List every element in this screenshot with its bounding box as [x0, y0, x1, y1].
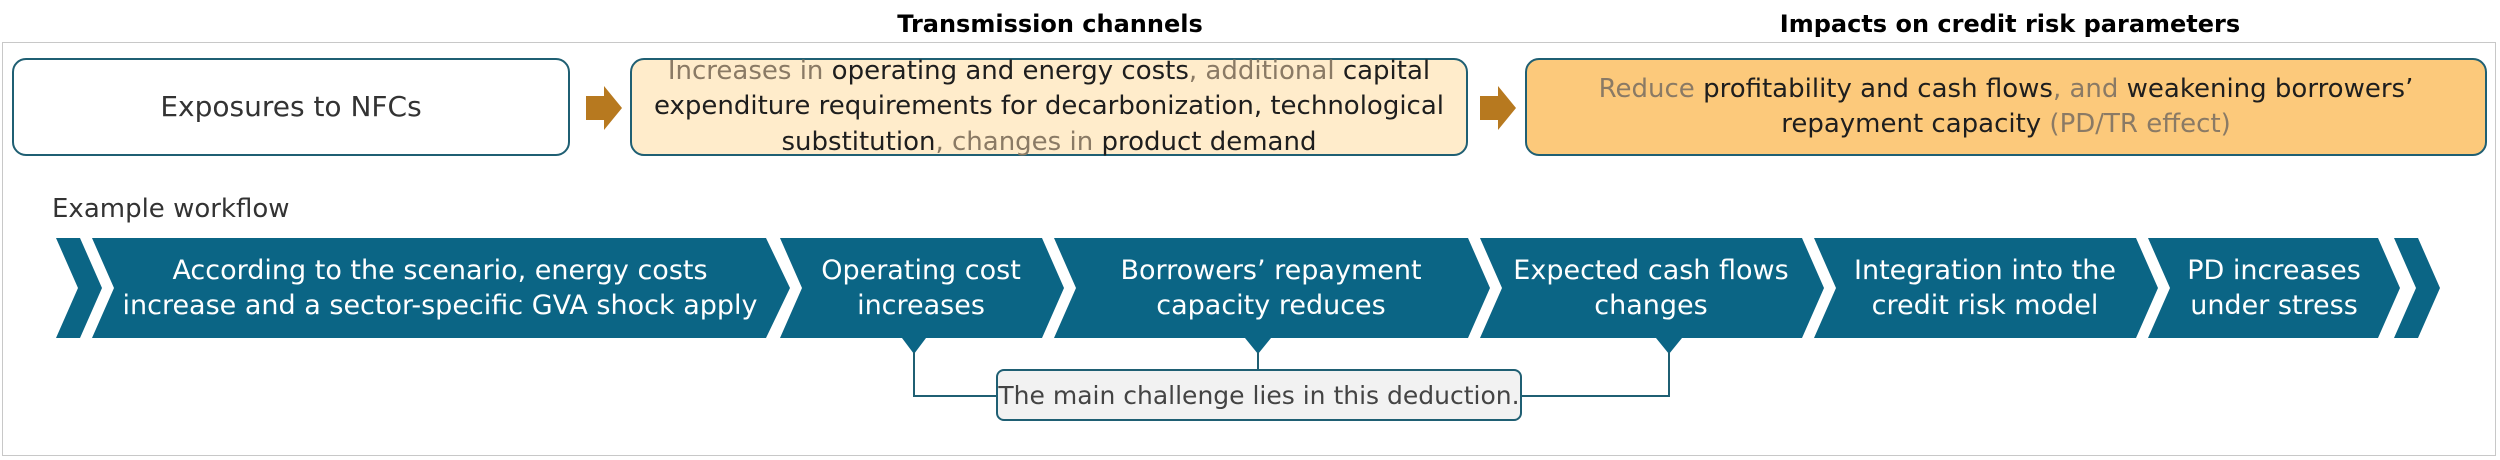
impact-text-part: (PD/TR effect)	[2041, 109, 2231, 139]
impact-text-part: weakening borrowers’ repayment capacity	[1781, 73, 2414, 139]
chevron-step-5	[1814, 238, 2158, 338]
chevron-step-6	[2148, 238, 2400, 338]
chevron-pointer-1	[902, 338, 926, 354]
main-challenge-callout: The main challenge lies in this deductio…	[996, 369, 1522, 421]
impact-text: Reduce profitability and cash flows, and…	[1545, 72, 2467, 142]
step-3-label: Borrowers’ repayment capacity reduces	[1120, 254, 1422, 321]
transmission-text-part: , additional	[1188, 56, 1343, 87]
workflow-chevrons	[56, 238, 2440, 397]
chevron-start-notch	[56, 238, 102, 338]
step-1-label: According to the scenario, energy costs …	[122, 254, 758, 321]
header-transmission-channels: Transmission channels	[897, 10, 1203, 38]
chevron-pointer-4	[1656, 338, 1682, 354]
step-4-label: Expected cash flows changes	[1513, 254, 1789, 321]
chevron-step-4	[1480, 238, 1824, 338]
chevron-step-2	[780, 238, 1064, 338]
transmission-text-part: , changes in	[935, 126, 1102, 157]
callout-connector-left	[913, 352, 996, 397]
flow-arrow-2-icon	[1480, 86, 1516, 130]
callout-text: The main challenge lies in this deductio…	[998, 380, 1520, 410]
chevron-end-notch	[2394, 238, 2440, 338]
header-impacts-credit-risk: Impacts on credit risk parameters	[1779, 10, 2241, 38]
transmission-text-part: capital expenditure requirements for dec…	[653, 56, 1445, 157]
flow-arrow-1-icon	[586, 86, 622, 130]
transmission-text-part: product demand	[1101, 126, 1317, 157]
callout-connector-right	[1522, 352, 1670, 397]
transmission-text-part: Increases in	[667, 56, 832, 87]
transmission-box: Increases in operating and energy costs,…	[630, 56, 1468, 157]
transmission-text-part: operating and energy costs	[831, 56, 1189, 87]
example-workflow-label: Example workflow	[52, 194, 290, 224]
diagram-frame	[2, 42, 2496, 456]
exposure-label: Exposures to NFCs	[160, 90, 422, 124]
step-5-label: Integration into the credit risk model	[1854, 254, 2116, 321]
impact-text-part: Reduce	[1598, 73, 1704, 104]
impact-text-part: , and	[2052, 73, 2127, 104]
transmission-text: Increases in operating and energy costs,…	[650, 54, 1448, 159]
exposure-box: Exposures to NFCs	[12, 58, 570, 156]
impact-text-part: profitability and cash flows	[1703, 73, 2053, 104]
impact-box: Reduce profitability and cash flows, and…	[1525, 58, 2487, 156]
chevron-pointer-3	[1245, 338, 1271, 354]
chevron-step-3	[1054, 238, 1490, 338]
step-2-label: Operating cost increases	[821, 254, 1021, 321]
chevron-step-1	[92, 238, 790, 338]
step-6-label: PD increases under stress	[2187, 254, 2361, 321]
